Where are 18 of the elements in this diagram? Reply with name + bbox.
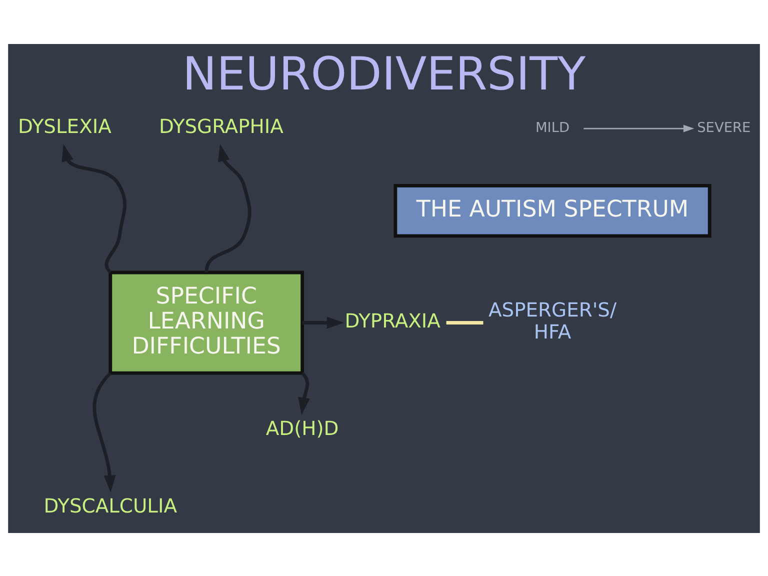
arrow [62,144,127,274]
node-text: SEVERE [697,120,751,136]
arrow [298,371,310,414]
node-text: DYSGRAPHIA [159,114,284,138]
arrow [302,316,344,328]
node-text: AD(H)D [266,416,339,440]
diagram-title: NEURODIVERSITY [182,47,586,100]
arrow [204,144,252,272]
arrow [92,371,116,492]
node-text: ASPERGER'S/ HFA [488,298,617,343]
connector [446,320,484,324]
node-box: SPECIFIC LEARNING DIFFICULTIES [108,270,304,374]
node-box: THE AUTISM SPECTRUM [394,183,712,238]
node-text: DYSCALCULIA [44,494,177,518]
node-text: MILD [535,120,570,136]
node-text: DYPRAXIA [344,308,440,332]
node-text: DYSLEXIA [18,114,112,138]
arrow [584,124,694,132]
